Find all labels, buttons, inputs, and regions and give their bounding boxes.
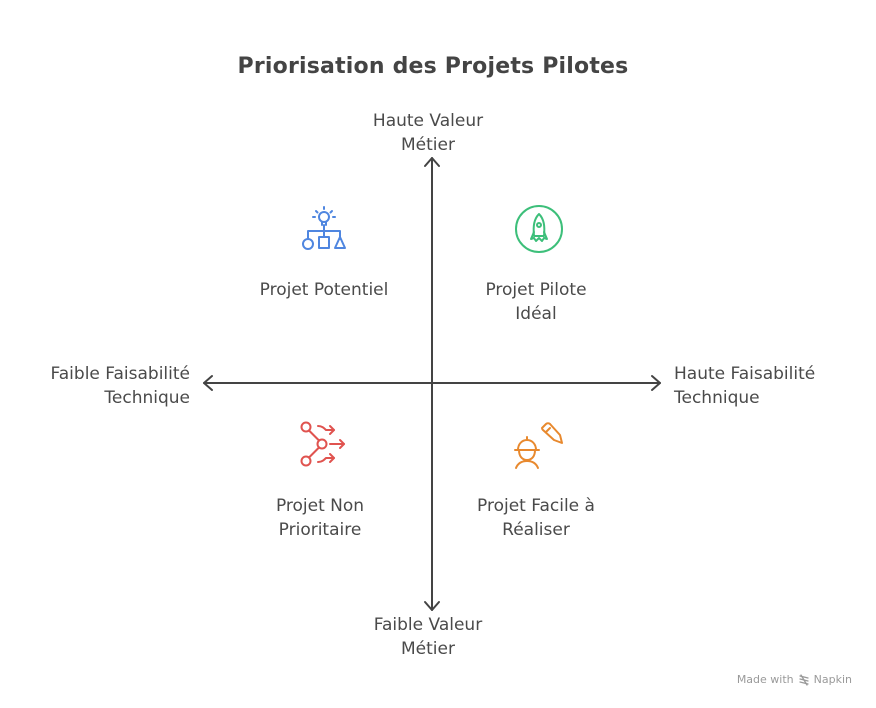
axis-label-bottom: Faible Valeur Métier	[338, 613, 518, 661]
quadrant-label-top-left: Projet Potentiel	[224, 278, 424, 302]
branching-arrows-icon	[300, 421, 345, 467]
quadrant-label-bottom-right-line2: Réaliser	[502, 520, 570, 540]
quadrant-label-top-right-line1: Projet Pilote	[485, 280, 587, 300]
axis-label-left: Faible Faisabilité Technique	[10, 362, 190, 410]
quadrant-label-top-left-line1: Projet Potentiel	[259, 280, 389, 300]
napkin-logo-icon	[798, 673, 809, 686]
axis-label-top-line2: Métier	[401, 135, 455, 155]
axis-label-top: Haute Valeur Métier	[338, 109, 518, 157]
rocket-icon	[515, 205, 563, 253]
diagram-title: Priorisation des Projets Pilotes	[237, 54, 629, 79]
axis-label-top-line1: Haute Valeur	[372, 111, 484, 131]
lightbulb-shapes-icon	[302, 206, 346, 250]
made-with-text: Made with	[736, 673, 794, 686]
made-with-napkin-badge[interactable]: Made with Napkin	[737, 673, 852, 686]
napkin-brand-text: Napkin	[813, 673, 852, 686]
quadrant-label-bottom-right: Projet Facile à Réaliser	[436, 494, 636, 542]
arrow-up-icon	[424, 157, 440, 167]
axis-label-left-line1: Faible Faisabilité	[50, 364, 190, 384]
axis-label-right-line2: Technique	[674, 388, 760, 408]
quadrant-label-bottom-left-line2: Prioritaire	[278, 520, 362, 540]
axis-label-right-line1: Haute Faisabilité	[674, 364, 816, 384]
quadrant-label-bottom-left-line1: Projet Non	[275, 496, 365, 516]
arrow-right-icon	[651, 375, 661, 391]
quadrant-label-bottom-right-line1: Projet Facile à	[477, 496, 595, 516]
quadrant-label-top-right-line2: Idéal	[515, 304, 557, 324]
axis-label-bottom-line2: Métier	[401, 639, 455, 659]
axis-label-left-line2: Technique	[104, 388, 190, 408]
quadrant-label-top-right: Projet Pilote Idéal	[436, 278, 636, 326]
arrow-down-icon	[424, 601, 440, 611]
axis-label-bottom-line1: Faible Valeur	[373, 615, 483, 635]
axis-label-right: Haute Faisabilité Technique	[674, 362, 864, 410]
arrow-left-icon	[203, 375, 213, 391]
worker-pencil-icon	[514, 422, 563, 469]
quadrant-label-bottom-left: Projet Non Prioritaire	[220, 494, 420, 542]
